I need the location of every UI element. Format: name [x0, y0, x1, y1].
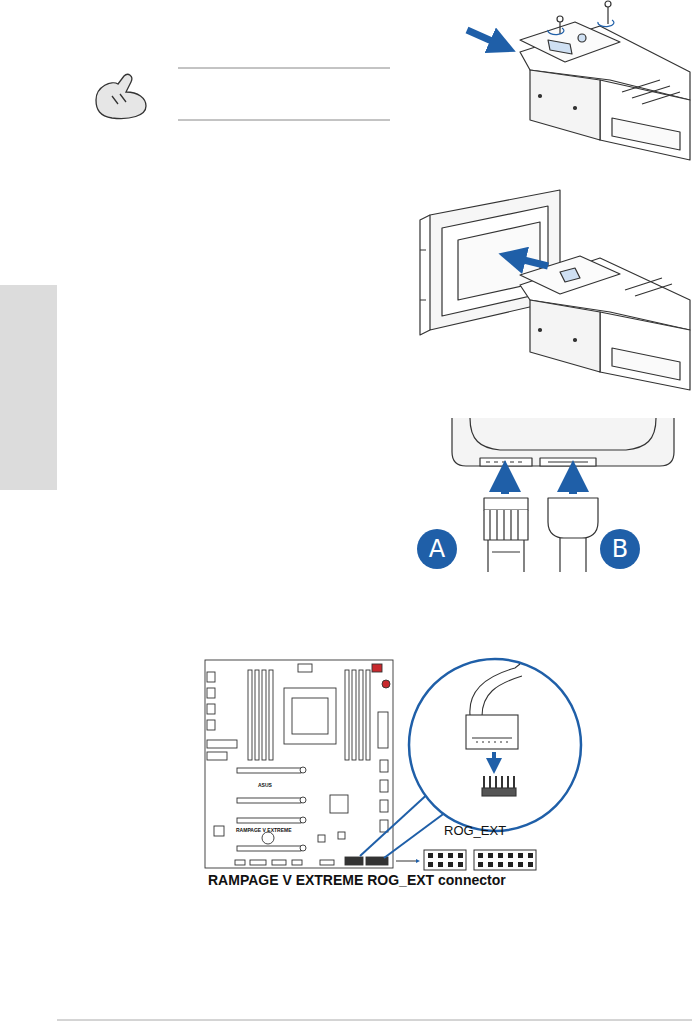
- connector-label: ROG_EXT: [444, 824, 506, 838]
- module-rear-figure: [452, 418, 674, 572]
- motherboard-figure: [205, 660, 393, 868]
- case-bay-figure: [420, 190, 690, 390]
- callout-letter: B: [612, 537, 628, 561]
- callout-circle: A: [417, 529, 457, 569]
- insert-arrow: [467, 30, 503, 46]
- insert-arrow: [512, 257, 548, 266]
- callout-letter: A: [429, 537, 445, 561]
- callout-circle: B: [600, 529, 640, 569]
- pointer-arrow: [396, 861, 418, 862]
- connect-arrow: [569, 476, 577, 494]
- drive-module-figure: [520, 1, 690, 160]
- figure-caption: RAMPAGE V EXTREME ROG_EXT connector: [208, 873, 506, 888]
- connect-arrow: [501, 476, 509, 494]
- board-logo: ASUS: [258, 783, 272, 789]
- pin-header: [424, 850, 536, 870]
- note-rule: [178, 68, 390, 69]
- note-icon: [96, 74, 146, 118]
- footer-rule: [57, 1020, 692, 1021]
- side-tab: [0, 285, 57, 490]
- magnified-connector: [466, 664, 522, 796]
- note-rule: [178, 120, 390, 121]
- board-silkscreen: RAMPAGE V EXTREME: [236, 828, 291, 834]
- magnifier-circle: [409, 659, 581, 831]
